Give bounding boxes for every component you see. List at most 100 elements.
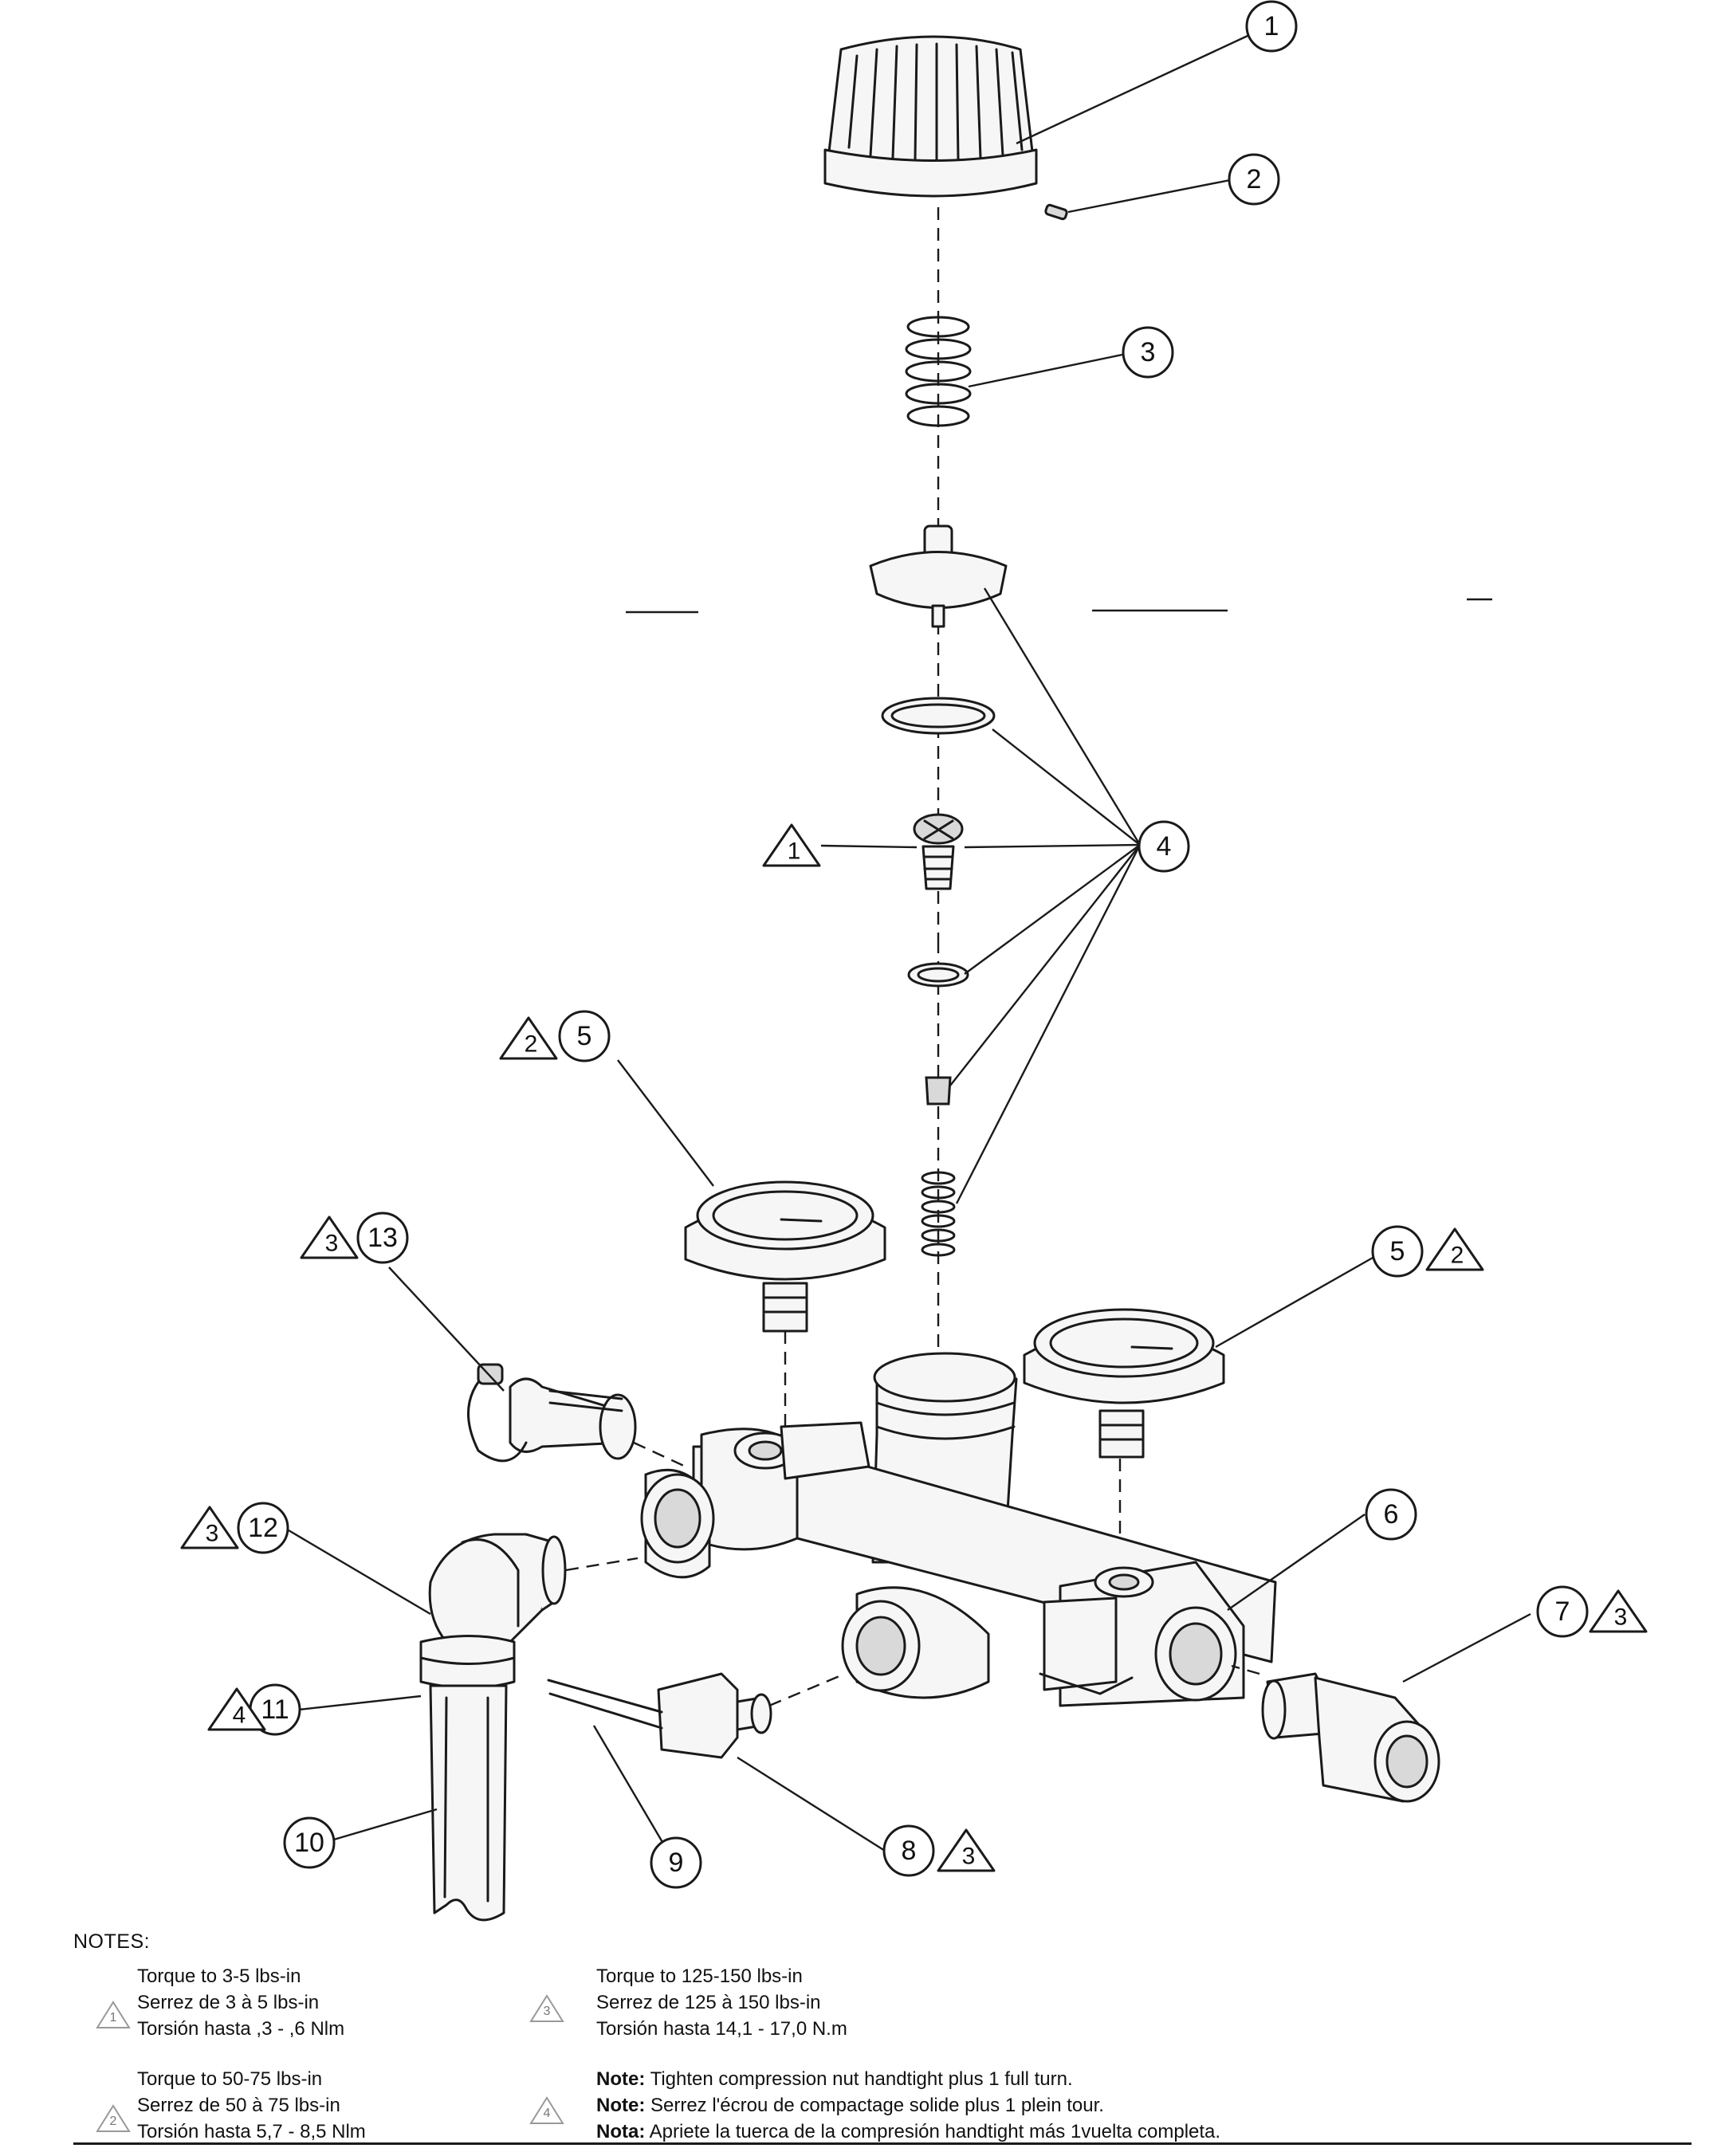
svg-text:2: 2 <box>110 2115 117 2128</box>
note-3-fr: Serrez de 125 à 150 lbs-in <box>596 1992 821 2013</box>
callout-8: 8 <box>882 1824 935 1877</box>
note-triangle-2-left: 2 <box>499 1016 558 1060</box>
note-2-en: Torque to 50-75 lbs-in <box>137 2068 323 2090</box>
leader-4b <box>992 728 1141 846</box>
leader-13 <box>388 1267 505 1392</box>
svg-text:6: 6 <box>1384 1499 1399 1530</box>
note-1: Torque to 3-5 lbs-in Serrez de 3 à 5 lbs… <box>137 1963 344 2042</box>
note-2-es: Torsión hasta 5,7 - 8,5 Nlm <box>137 2121 366 2142</box>
note-1-fr: Serrez de 3 à 5 lbs-in <box>137 1992 320 2013</box>
svg-text:4: 4 <box>544 2107 551 2120</box>
leader-4d <box>964 844 1141 975</box>
notes-title: NOTES: <box>73 1930 151 1953</box>
callout-4: 4 <box>1138 820 1190 873</box>
callout-11: 11 <box>249 1683 301 1736</box>
note-4: Note: Tighten compression nut handtight … <box>596 2066 1220 2145</box>
seat-screw-part <box>913 813 964 890</box>
leader-11 <box>298 1695 422 1711</box>
leader-4f <box>955 844 1142 1204</box>
callout-3: 3 <box>1122 326 1174 379</box>
adapter-fitting-part <box>1261 1672 1440 1803</box>
svg-text:2: 2 <box>1451 1243 1464 1269</box>
note-3-marker: 3 <box>529 1994 564 2022</box>
callout-2: 2 <box>1228 153 1280 206</box>
o-ring-large-inner <box>890 703 986 728</box>
svg-text:1: 1 <box>1264 11 1279 41</box>
bushing-part <box>657 1672 772 1759</box>
callout-12: 12 <box>237 1502 289 1554</box>
leader-4a <box>983 587 1142 846</box>
svg-text:3: 3 <box>325 1231 339 1257</box>
note-3: Torque to 125-150 lbs-in Serrez de 125 à… <box>596 1963 847 2042</box>
svg-text:3: 3 <box>1141 337 1156 367</box>
note-4-en: Note: Tighten compression nut handtight … <box>596 2068 1073 2090</box>
leader-3 <box>968 353 1123 388</box>
note-2-fr: Serrez de 50 à 75 lbs-in <box>137 2095 340 2116</box>
note-triangle-3-fitting: 3 <box>1589 1589 1648 1633</box>
leader-8 <box>737 1756 886 1852</box>
note-triangle-1: 1 <box>762 823 821 867</box>
svg-text:3: 3 <box>206 1521 219 1547</box>
note-4-es: Nota: Apriete la tuerca de la compresión… <box>596 2121 1221 2142</box>
svg-text:3: 3 <box>962 1844 976 1870</box>
piston-part <box>869 524 1008 628</box>
svg-text:3: 3 <box>1614 1604 1628 1631</box>
bushing-axis <box>768 1672 846 1707</box>
svg-text:5: 5 <box>1390 1236 1405 1267</box>
gauge-left-part <box>684 1180 886 1333</box>
knob-cap-part <box>823 35 1038 198</box>
leader-12 <box>288 1529 431 1616</box>
svg-text:13: 13 <box>367 1223 398 1253</box>
leader-5b <box>1215 1256 1373 1349</box>
gauge-right-part <box>1023 1308 1225 1459</box>
svg-text:5: 5 <box>577 1021 592 1051</box>
note-1-es: Torsión hasta ,3 - ,6 Nlm <box>137 2018 345 2040</box>
note-triangle-3-drain: 3 <box>300 1215 359 1259</box>
callout-13: 13 <box>356 1212 409 1264</box>
note-1-en: Torque to 3-5 lbs-in <box>137 1966 301 1987</box>
o-ring-small-part <box>907 962 969 988</box>
leader-1-tri <box>820 844 918 849</box>
note-4-fr: Note: Serrez l'écrou de compactage solid… <box>596 2095 1104 2116</box>
elbow-axis <box>565 1557 639 1572</box>
callout-10: 10 <box>283 1816 336 1869</box>
small-spring-part <box>921 1171 956 1257</box>
svg-text:12: 12 <box>248 1513 278 1543</box>
svg-text:2: 2 <box>525 1031 538 1058</box>
note-triangle-3-elbow: 3 <box>180 1506 239 1549</box>
bottom-rule <box>73 2142 1692 2145</box>
note-2-marker: 2 <box>96 2104 131 2132</box>
o-ring-small-inner <box>917 967 960 983</box>
pin-part <box>1044 203 1068 221</box>
sensor-probe-part <box>547 1679 663 1730</box>
note-triangle-4: 4 <box>207 1687 266 1731</box>
fitting-axis <box>1231 1664 1260 1675</box>
valve-pin-part <box>925 1076 952 1105</box>
tubing-part <box>429 1684 508 1922</box>
callout-6: 6 <box>1365 1488 1417 1541</box>
callout-1: 1 <box>1245 0 1298 53</box>
leader-4c <box>964 843 1141 849</box>
note-3-es: Torsión hasta 14,1 - 17,0 N.m <box>596 2018 847 2040</box>
filter-body-part <box>640 1352 1277 1707</box>
leader-5a <box>617 1059 714 1187</box>
note-4-marker: 4 <box>529 2096 564 2124</box>
note-triangle-3-bushing: 3 <box>937 1828 996 1872</box>
svg-text:1: 1 <box>788 838 801 865</box>
svg-text:4: 4 <box>1157 831 1172 862</box>
svg-text:11: 11 <box>261 1695 289 1725</box>
leader-10 <box>328 1808 438 1843</box>
callout-9: 9 <box>650 1836 702 1889</box>
svg-text:9: 9 <box>669 1848 684 1878</box>
svg-text:1: 1 <box>110 2011 117 2024</box>
elbow-fitting-part <box>428 1533 567 1644</box>
callout-5-left: 5 <box>558 1010 611 1062</box>
compression-nut-part <box>419 1635 516 1689</box>
svg-text:10: 10 <box>294 1828 324 1858</box>
spring-part <box>905 316 972 427</box>
drain-cock-part <box>467 1363 637 1463</box>
note-1-marker: 1 <box>96 2001 131 2028</box>
svg-text:7: 7 <box>1555 1596 1570 1627</box>
leader-9 <box>592 1725 675 1862</box>
